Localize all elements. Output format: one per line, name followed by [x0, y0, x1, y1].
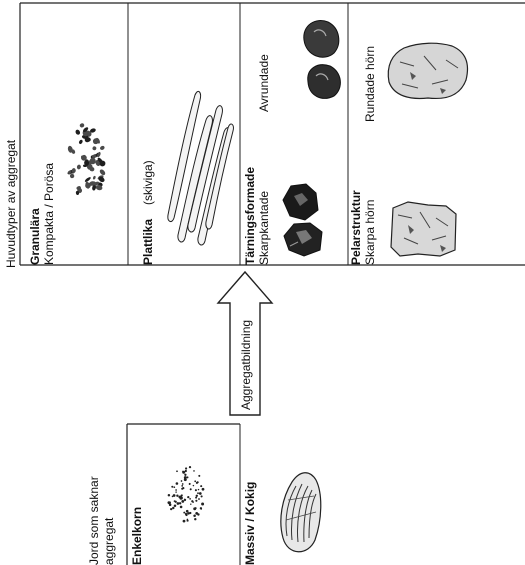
pelar-sub-round: Rundade hörn — [363, 46, 377, 122]
enkelkorn-illustration — [167, 466, 204, 523]
massiv-label: Massiv / Kokig — [243, 482, 257, 565]
granular-title: Granulära — [28, 208, 42, 265]
pelar-sub-sharp: Skarpa hörn — [363, 200, 377, 265]
aggregatbildning-arrow: Aggregatbildning — [208, 272, 283, 415]
tarning-sub-sharp: Skarpkantade — [257, 191, 271, 265]
tarning-round-illustration — [304, 21, 341, 99]
right-panel: Huvudtyper av aggregat Granulära Kompakt… — [4, 3, 525, 268]
enkelkorn-label: Enkelkorn — [130, 507, 144, 565]
left-heading-line2: aggregat — [102, 517, 116, 565]
massiv-illustration — [281, 473, 321, 552]
tarning-sharp-illustration — [283, 184, 322, 256]
pelar-sharp-illustration — [391, 202, 456, 256]
plattlika-subtitle: (skiviga) — [141, 160, 155, 205]
left-panel: Jord som saknar aggregat Enkelkorn Massi… — [87, 424, 321, 565]
plattlika-title: Plattlika — [141, 219, 155, 265]
right-heading: Huvudtyper av aggregat — [4, 139, 18, 268]
arrow-label: Aggregatbildning — [239, 320, 253, 410]
granular-subtitle: Kompakta / Porösa — [42, 163, 56, 265]
pelar-title: Pelarstruktur — [349, 190, 363, 265]
tarning-sub-round: Avrundade — [257, 54, 271, 112]
pelar-round-illustration — [388, 43, 467, 98]
left-heading-line1: Jord som saknar — [87, 476, 101, 565]
tarning-title: Tärningsformade — [243, 167, 257, 265]
plattlika-illustration — [168, 91, 234, 245]
granular-illustration — [67, 123, 107, 196]
